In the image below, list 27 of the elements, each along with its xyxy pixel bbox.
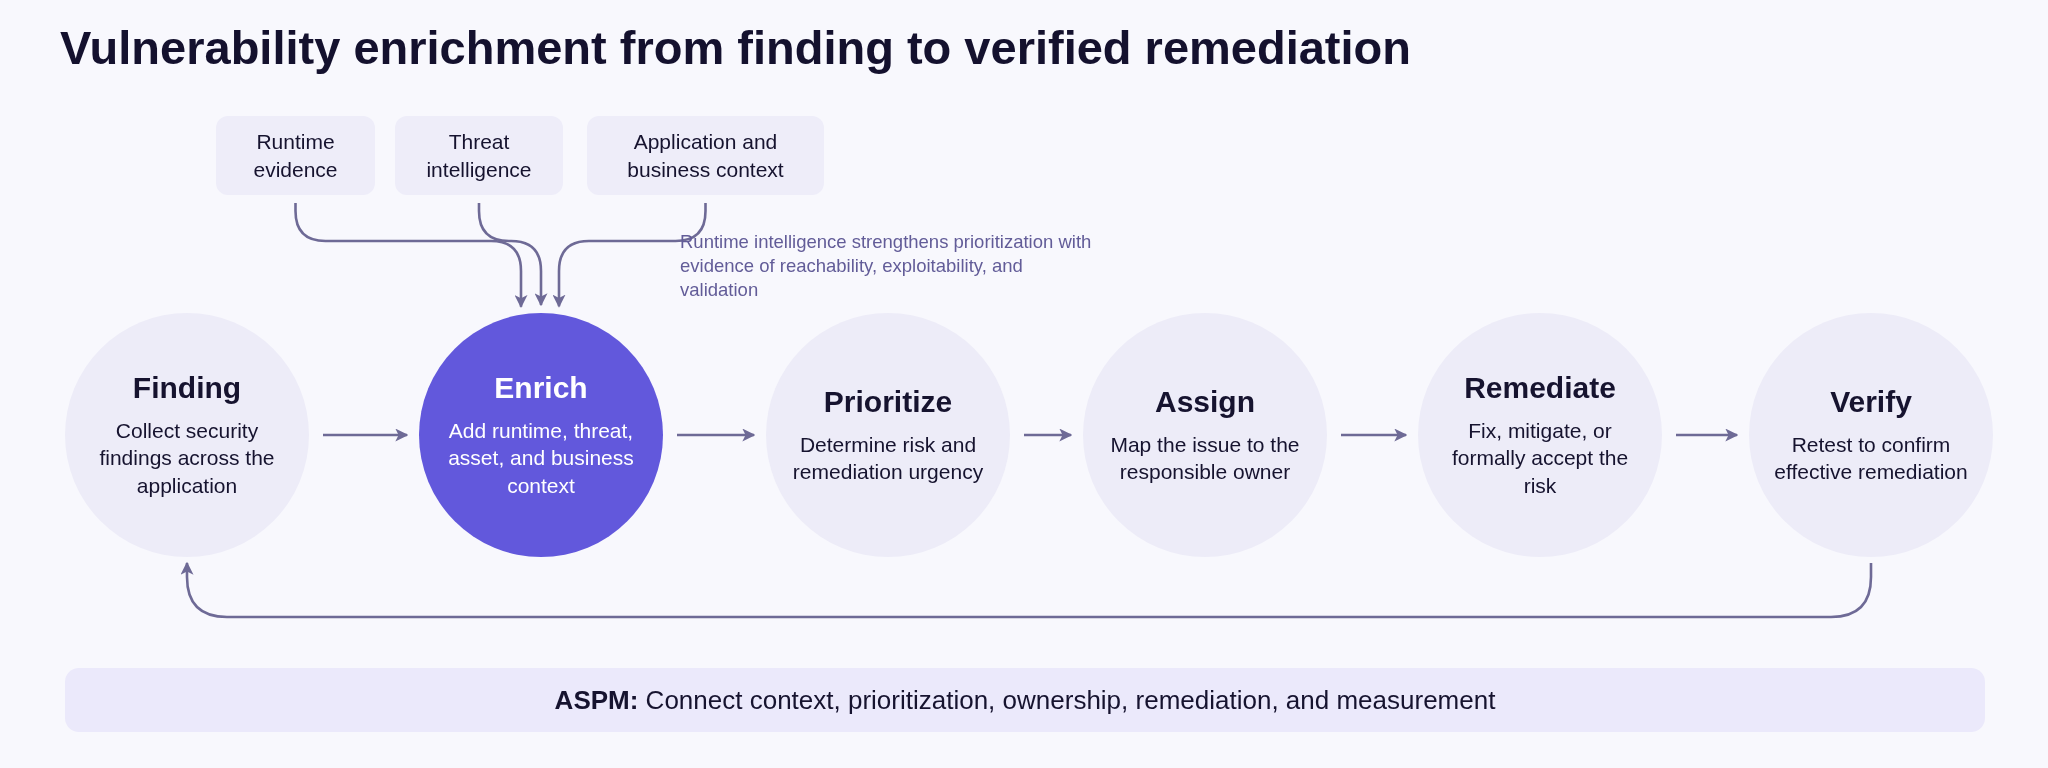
diagram-title: Vulnerability enrichment from finding to verified remediation: [60, 20, 1411, 75]
step-description: Determine risk and remediation urgency: [791, 431, 985, 485]
arrow: [677, 428, 756, 442]
step-heading: Prioritize: [823, 384, 953, 419]
arrow: [1676, 428, 1739, 442]
step-heading: Enrich: [494, 371, 588, 406]
arrow: [1341, 428, 1408, 442]
step-heading: Assign: [1155, 384, 1255, 419]
arrow: [552, 203, 707, 308]
arrow: [180, 561, 1873, 619]
arrow: [323, 428, 409, 442]
node-text: ASPM: Connect context, prioritization, ownership, remediation, and measurement: [554, 684, 1496, 716]
step-description: Add runtime, threat, asset, and business context: [447, 418, 635, 499]
step-description: Retest to confirm effective remediation: [1773, 431, 1969, 485]
arrow: [1024, 428, 1073, 442]
step-heading: Verify: [1830, 384, 1912, 419]
arrow: [477, 203, 548, 307]
step-description: Collect security findings across the application: [98, 418, 276, 499]
step-description: Fix, mitigate, or formally accept the risk: [1450, 418, 1630, 499]
node-text: Threat intelligence: [425, 129, 533, 183]
node-text: Runtime evidence: [252, 129, 339, 183]
node-text: Application and business context: [626, 129, 785, 183]
step-heading: Finding: [132, 371, 242, 406]
arrow: [294, 203, 528, 308]
step-description: Map the issue to the responsible owner: [1109, 431, 1301, 485]
annotation-text: Runtime intelligence strengthens prioritization with evidence of reachability, exploitability, and validation: [680, 230, 1093, 303]
step-heading: Remediate: [1464, 371, 1616, 406]
